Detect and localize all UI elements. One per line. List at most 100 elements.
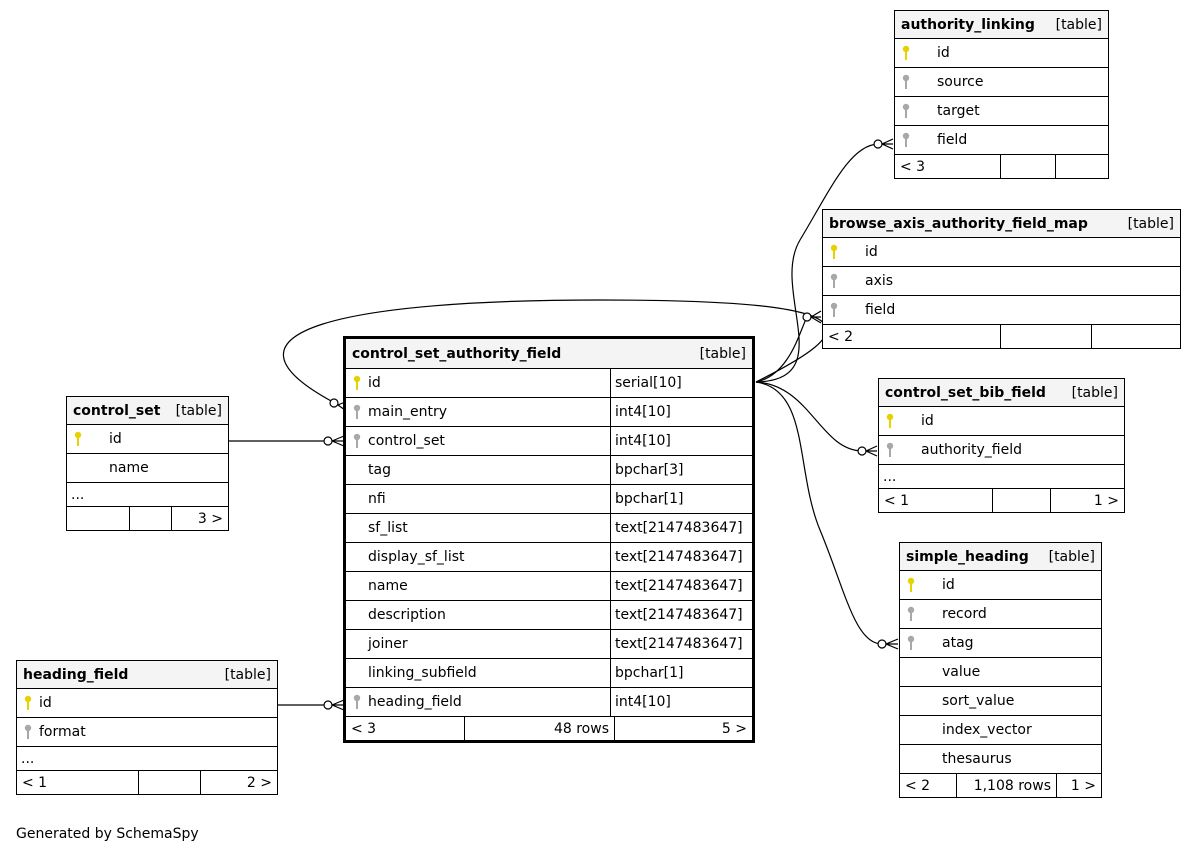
column-name: value xyxy=(942,664,981,680)
parents-link[interactable]: < 1 xyxy=(884,492,910,509)
table-name[interactable]: simple_heading xyxy=(906,548,1029,565)
more-columns-row: ... xyxy=(879,465,1124,489)
table-name[interactable]: browse_axis_authority_field_map xyxy=(829,215,1088,232)
parents-link[interactable]: < 3 xyxy=(351,720,377,737)
column-row[interactable]: id xyxy=(879,407,1124,436)
column-type: int4[10] xyxy=(610,398,752,426)
children-link[interactable] xyxy=(1091,325,1180,348)
edge-simple-heading-atag xyxy=(755,381,883,645)
column-row[interactable]: control_set int4[10] xyxy=(346,427,752,456)
foreign-key-icon xyxy=(346,404,368,420)
optional-marker xyxy=(323,436,333,446)
primary-key-icon xyxy=(17,695,39,711)
row-count xyxy=(992,489,1050,512)
table-authority-linking[interactable]: authority_linking [table] id source targ… xyxy=(894,10,1109,179)
table-browse-axis-authority-field-map[interactable]: browse_axis_authority_field_map [table] … xyxy=(822,209,1181,349)
table-name[interactable]: authority_linking xyxy=(901,16,1035,33)
column-name: description xyxy=(368,607,446,623)
row-count: 1,108 rows xyxy=(956,774,1056,797)
column-row[interactable]: id xyxy=(900,571,1101,600)
column-row[interactable]: format xyxy=(17,718,277,747)
column-type: text[2147483647] xyxy=(610,514,752,542)
parents-link[interactable]: < 2 xyxy=(828,328,854,345)
children-link[interactable]: 3 > xyxy=(171,507,228,530)
more-columns: ... xyxy=(21,750,35,767)
column-row[interactable]: id xyxy=(823,238,1180,267)
column-row[interactable]: field xyxy=(895,126,1108,155)
table-name[interactable]: control_set_bib_field xyxy=(885,384,1046,401)
parents-link[interactable]: < 2 xyxy=(905,777,931,794)
foreign-key-icon xyxy=(879,442,901,458)
table-kind: [table] xyxy=(224,666,271,683)
children-link[interactable]: 5 > xyxy=(614,717,752,740)
crowfoot-marker xyxy=(881,138,894,150)
table-header: heading_field [table] xyxy=(17,661,277,689)
column-row[interactable]: axis xyxy=(823,267,1180,296)
column-row[interactable]: index_vector xyxy=(900,716,1101,745)
table-name[interactable]: control_set xyxy=(73,402,161,419)
column-row[interactable]: value xyxy=(900,658,1101,687)
column-type: serial[10] xyxy=(610,369,752,397)
table-simple-heading[interactable]: simple_heading [table] id record atag va… xyxy=(899,542,1102,798)
column-row[interactable]: name xyxy=(67,454,228,483)
column-name: control_set xyxy=(368,433,445,449)
column-row[interactable]: sort_value xyxy=(900,687,1101,716)
children-link[interactable]: 1 > xyxy=(1056,774,1101,797)
table-control-set-bib-field[interactable]: control_set_bib_field [table] id authori… xyxy=(878,378,1125,513)
column-row[interactable]: thesaurus xyxy=(900,745,1101,774)
column-row[interactable]: record xyxy=(900,600,1101,629)
children-link[interactable]: 2 > xyxy=(200,771,277,794)
column-name: source xyxy=(937,74,984,90)
column-name: tag xyxy=(368,462,391,478)
column-row[interactable]: main_entry int4[10] xyxy=(346,398,752,427)
table-kind: [table] xyxy=(1127,215,1174,232)
column-row[interactable]: atag xyxy=(900,629,1101,658)
table-control-set[interactable]: control_set [table] id name ... 3 > xyxy=(66,396,229,531)
table-name[interactable]: control_set_authority_field xyxy=(352,345,562,362)
column-name: id xyxy=(937,45,950,61)
row-count xyxy=(1000,155,1055,178)
primary-key-icon xyxy=(895,45,917,61)
children-link[interactable] xyxy=(1055,155,1108,178)
column-row[interactable]: tag bpchar[3] xyxy=(346,456,752,485)
parents-link[interactable] xyxy=(67,507,129,530)
column-name: authority_field xyxy=(921,442,1023,458)
column-type: text[2147483647] xyxy=(610,572,752,600)
column-name: index_vector xyxy=(942,722,1032,738)
column-name: sort_value xyxy=(942,693,1015,709)
column-row[interactable]: target xyxy=(895,97,1108,126)
parents-link[interactable]: < 3 xyxy=(900,158,926,175)
foreign-key-icon xyxy=(823,273,845,289)
column-row[interactable]: id xyxy=(895,39,1108,68)
parents-link[interactable]: < 1 xyxy=(22,774,48,791)
column-type: bpchar[3] xyxy=(610,456,752,484)
children-link[interactable]: 1 > xyxy=(1050,489,1124,512)
table-heading-field[interactable]: heading_field [table] id format ... < 1 … xyxy=(16,660,278,795)
column-row[interactable]: field xyxy=(823,296,1180,325)
optional-marker xyxy=(873,139,883,149)
more-columns-row: ... xyxy=(17,747,277,771)
column-name: main_entry xyxy=(368,404,447,420)
column-row[interactable]: id xyxy=(67,425,228,454)
row-count xyxy=(129,507,171,530)
column-row[interactable]: authority_field xyxy=(879,436,1124,465)
table-header: control_set [table] xyxy=(67,397,228,425)
foreign-key-icon xyxy=(895,132,917,148)
table-header: browse_axis_authority_field_map [table] xyxy=(823,210,1180,238)
primary-key-icon xyxy=(879,413,901,429)
column-row[interactable]: id xyxy=(17,689,277,718)
column-name: target xyxy=(937,103,980,119)
column-type: int4[10] xyxy=(610,427,752,455)
table-name[interactable]: heading_field xyxy=(23,666,129,683)
column-row[interactable]: source xyxy=(895,68,1108,97)
